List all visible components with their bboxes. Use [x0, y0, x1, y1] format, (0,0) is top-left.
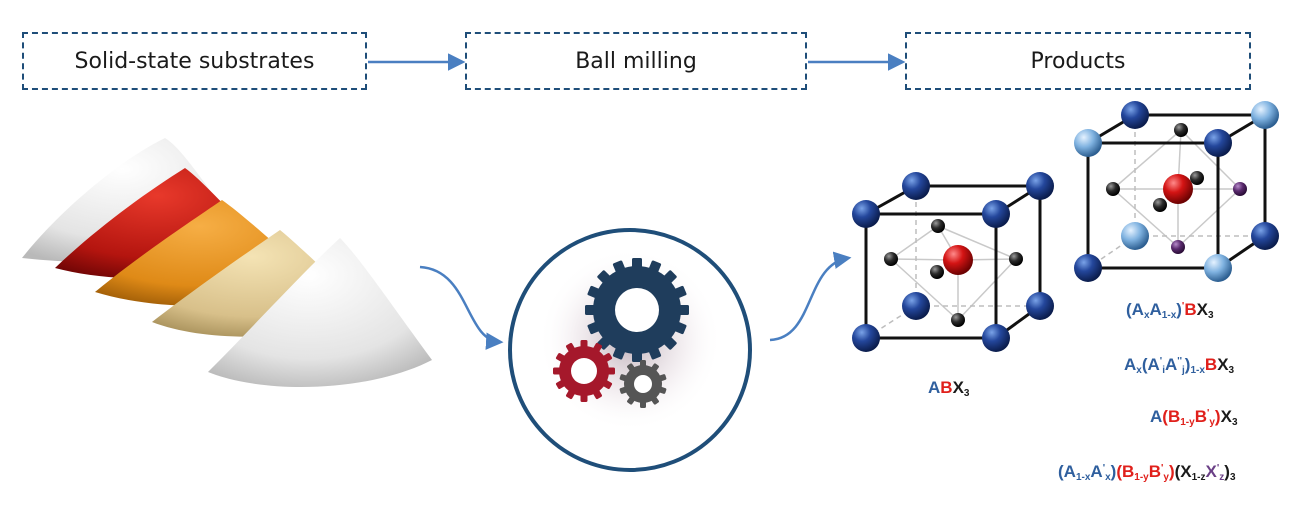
substituted-perovskite-unit-cell-icon: [1074, 101, 1279, 282]
formula-a-site-triple: Ax(A'iA''j)1-xBX3: [1124, 355, 1235, 376]
powder-piles-image: [22, 138, 432, 388]
formula-a-site-mixed: (AxA1-x)'BX3: [1126, 300, 1214, 321]
arrow-mill-to-cell: [769, 251, 852, 342]
gray-gear-icon: [619, 360, 667, 408]
large-gear-icon: [585, 258, 689, 362]
formula-b-site-mixed: A(B1-yB'y)X3: [1150, 407, 1238, 428]
step-label-substrates: Solid-state substrates: [74, 48, 315, 74]
step-label-products: Products: [1030, 48, 1126, 74]
step-box-ball-milling: Ball milling: [465, 32, 807, 90]
gear-cluster-icon: [508, 228, 752, 472]
step-box-products: Products: [905, 32, 1251, 90]
powder-pile-white-front: [208, 238, 432, 388]
red-gear-icon: [553, 340, 615, 402]
formula-abx3: ABX3: [928, 378, 970, 399]
arrow-powders-to-mill: [419, 265, 504, 350]
step-label-ball-milling: Ball milling: [575, 48, 697, 74]
formula-full-mixed: (A1-xA'x)(B1-yB'y)(X1-zX'z)3: [1058, 462, 1236, 483]
step-box-substrates: Solid-state substrates: [22, 32, 367, 90]
perovskite-unit-cell-icon: [852, 172, 1054, 352]
